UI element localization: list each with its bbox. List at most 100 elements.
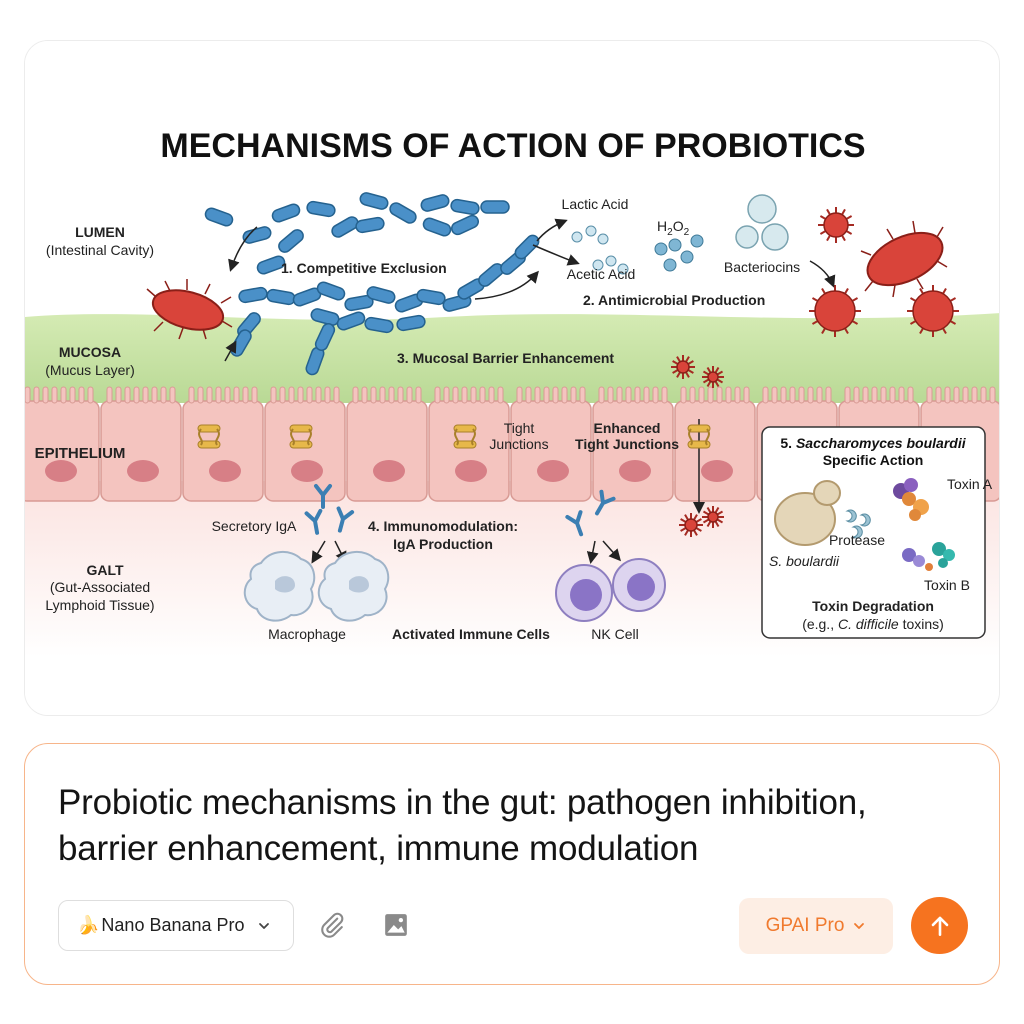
virus-spike	[684, 514, 689, 521]
model-selector[interactable]: 🍌 Nano Banana Pro	[58, 900, 294, 951]
pathogen-viruses	[671, 207, 959, 537]
virus-spike	[680, 518, 687, 523]
microvillus	[42, 386, 49, 404]
microvillus	[233, 386, 240, 404]
microvillus	[689, 386, 696, 404]
cell-nucleus	[127, 460, 159, 482]
pathogen-virus	[907, 285, 959, 337]
microvillus	[898, 386, 905, 404]
iga-antibody	[595, 489, 616, 516]
microvillus	[370, 386, 377, 404]
virus-spike	[687, 360, 694, 365]
microvillus	[106, 386, 113, 404]
microvillus	[60, 386, 67, 404]
virus-spike	[672, 369, 679, 374]
microvillus	[406, 386, 413, 404]
cell-nucleus	[455, 460, 487, 482]
virus-spike	[695, 527, 702, 532]
microvillus	[534, 386, 541, 404]
toxin-a-label: Toxin A	[947, 476, 993, 492]
microvillus	[33, 386, 40, 404]
enhanced-tj-label-1: Enhanced	[594, 420, 661, 436]
chevron-down-icon	[258, 922, 269, 929]
microvillus	[452, 386, 459, 404]
microvillus	[616, 386, 623, 404]
plan-selector[interactable]: GPAI Pro	[739, 898, 893, 954]
epithelial-cell	[182, 400, 264, 502]
generated-image-card[interactable]: MECHANISMS OF ACTION OF PROBIOTICS LUMEN…	[24, 40, 1000, 716]
send-button[interactable]	[911, 897, 968, 954]
microvillus	[197, 386, 204, 404]
pathogen-right-rod	[860, 220, 948, 298]
microvillus	[971, 386, 978, 404]
microvillus	[251, 386, 258, 404]
microvillus	[315, 386, 322, 404]
nk-cells	[555, 558, 666, 622]
virus-body	[823, 212, 849, 238]
virus-body	[707, 371, 719, 383]
virus-spike	[851, 320, 859, 325]
microvillus	[862, 386, 869, 404]
microvillus	[771, 386, 778, 404]
virus-spike	[909, 320, 917, 325]
prompt-card[interactable]: Probiotic mechanisms in the gut: pathoge…	[24, 743, 1000, 985]
prompt-text[interactable]: Probiotic mechanisms in the gut: pathoge…	[58, 780, 958, 872]
microvillus	[853, 386, 860, 404]
virus-spike	[676, 356, 681, 363]
virus-spike	[716, 518, 724, 524]
virus-spike	[949, 320, 957, 325]
prompt-line-2: barrier enhancement, immune modulation	[58, 829, 699, 868]
tight-junctions-label-2: Junctions	[489, 436, 548, 452]
enhanced-tj-label-2: Tight Junctions	[575, 436, 679, 452]
tight-junction-bar	[687, 424, 711, 433]
microvillus	[151, 386, 158, 404]
virus-spike	[714, 520, 720, 528]
microvillus	[78, 386, 85, 404]
virus-spike	[680, 527, 687, 532]
probiotic-rod	[204, 207, 234, 227]
tight-junction-bar	[197, 440, 221, 449]
microvillus	[926, 386, 933, 404]
cell-nucleus	[373, 460, 405, 482]
attach-button[interactable]	[315, 908, 349, 942]
virus-spike	[702, 518, 710, 524]
microvillus	[707, 386, 714, 404]
virus-spike	[695, 518, 702, 523]
virus-spike	[714, 366, 720, 374]
microvillus	[652, 386, 659, 404]
microvillus	[962, 386, 969, 404]
image-upload-button[interactable]	[379, 908, 413, 942]
virus-spike	[819, 215, 827, 220]
cell-nucleus	[291, 460, 323, 482]
prompt-line-1: Probiotic mechanisms in the gut: pathoge…	[58, 783, 867, 822]
tight-junction-link	[290, 428, 312, 446]
banana-icon: 🍌	[77, 915, 100, 935]
virus-spike	[716, 370, 724, 376]
microvillus	[497, 386, 504, 404]
nk-cell-label: NK Cell	[591, 626, 638, 642]
microvillus	[443, 386, 450, 404]
probiotic-rod	[306, 200, 336, 218]
iga-antibodies	[304, 484, 616, 537]
paperclip-icon	[321, 912, 344, 938]
probiotic-rod	[396, 314, 426, 332]
virus-spike	[942, 327, 947, 335]
galt-label: GALT	[86, 562, 124, 578]
microvillus	[871, 386, 878, 404]
virus-spike	[841, 208, 846, 216]
virus-spike	[942, 287, 947, 295]
mucus-layer	[25, 313, 999, 403]
immunomodulation-label-1: 4. Immunomodulation:	[368, 518, 518, 534]
cell-nucleus	[537, 460, 569, 482]
microvillus	[224, 386, 231, 404]
iga-antibody	[336, 506, 355, 533]
probiotic-rod	[336, 311, 366, 331]
probiotic-rod	[480, 200, 510, 214]
protease-molecules	[845, 509, 871, 539]
figure-title: MECHANISMS OF ACTION OF PROBIOTICS	[160, 127, 865, 165]
probiotic-rod	[366, 286, 396, 304]
mucosa-label: MUCOSA	[59, 344, 121, 360]
model-label: Nano Banana Pro	[101, 915, 245, 935]
probiotic-rod	[316, 281, 346, 301]
cell-nucleus	[619, 460, 651, 482]
